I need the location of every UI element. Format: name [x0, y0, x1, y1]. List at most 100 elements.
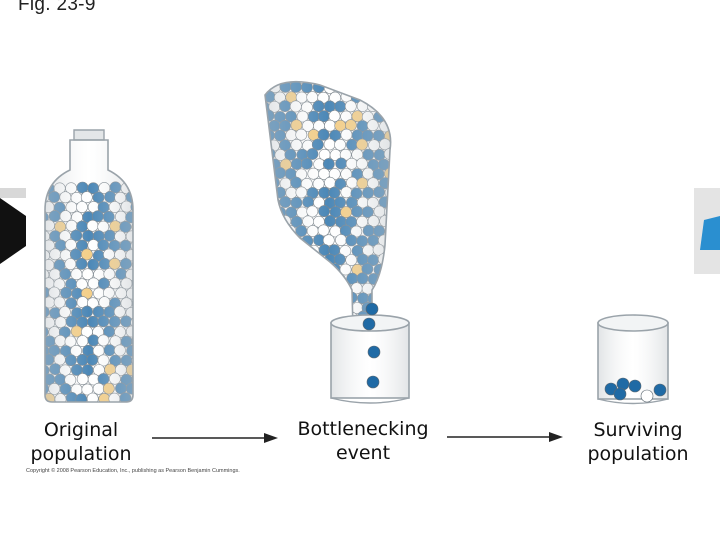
falling-marble: [366, 375, 380, 389]
marble: [383, 283, 391, 296]
figure-title: Fig. 23-9: [18, 0, 96, 15]
marble: [295, 244, 308, 256]
marble: [378, 272, 390, 285]
surviving-marble: [640, 389, 654, 403]
marble: [280, 272, 292, 285]
surviving-marble: [613, 387, 627, 401]
marble: [318, 281, 331, 294]
marble: [32, 393, 43, 404]
marble: [274, 301, 287, 314]
label-original-line2: population: [30, 443, 132, 465]
label-surviving-line1: Surviving: [593, 419, 683, 441]
left-edge-decoration: [0, 188, 26, 264]
marble: [268, 235, 280, 248]
marble: [383, 91, 391, 103]
marble: [317, 81, 330, 85]
marble: [265, 281, 275, 294]
label-surviving-population: Surviving population: [578, 418, 698, 466]
marble: [390, 197, 391, 209]
marble: [372, 81, 385, 84]
marble: [389, 158, 391, 171]
marble: [361, 81, 374, 84]
marble: [265, 263, 275, 276]
marble: [274, 81, 287, 84]
marble: [284, 282, 297, 294]
marble: [329, 301, 342, 314]
marble: [265, 311, 270, 324]
copyright-notice: Copyright © 2008 Pearson Education, Inc.…: [26, 468, 240, 474]
marble: [32, 221, 43, 232]
marble: [265, 186, 275, 199]
marble: [312, 292, 325, 305]
marble: [280, 234, 292, 246]
marble: [265, 81, 276, 85]
marble: [361, 90, 374, 103]
marble: [253, 168, 264, 179]
falling-marbles: [362, 302, 381, 389]
marble: [302, 292, 314, 305]
marble: [265, 292, 269, 304]
marble: [301, 311, 313, 324]
marble: [340, 81, 352, 84]
marble: [356, 81, 369, 94]
marble: [279, 253, 291, 265]
marble: [279, 292, 292, 304]
marble: [290, 272, 303, 285]
label-surviving-line2: population: [587, 443, 689, 465]
marble: [378, 292, 390, 304]
marble: [334, 292, 347, 305]
falling-marble: [362, 317, 376, 331]
marble: [253, 129, 264, 140]
marble: [390, 216, 391, 228]
marble: [318, 262, 330, 275]
marble: [274, 263, 287, 276]
marble: [32, 240, 43, 251]
marble: [32, 355, 43, 366]
marble: [312, 311, 324, 324]
marble: [389, 82, 391, 95]
marble: [265, 253, 271, 266]
right-edge-decoration: [694, 188, 720, 274]
marble: [290, 254, 303, 266]
marble: [390, 292, 391, 304]
marble: [268, 291, 281, 304]
marble: [372, 91, 385, 103]
marble: [269, 215, 282, 227]
marble: [307, 81, 320, 84]
marble: [265, 195, 270, 208]
label-original-population: Original population: [20, 418, 142, 466]
label-original-line1: Original: [43, 419, 119, 441]
marble: [265, 234, 269, 247]
marble: [368, 81, 380, 94]
marble: [33, 336, 44, 347]
marble: [32, 201, 43, 212]
marble: [285, 302, 298, 314]
marble: [273, 244, 286, 257]
marble: [253, 282, 264, 293]
marble: [301, 254, 314, 266]
marble: [291, 311, 303, 323]
marble: [329, 283, 342, 295]
marble: [390, 234, 391, 246]
marble: [384, 244, 391, 257]
marble: [274, 282, 287, 294]
marble: [345, 81, 358, 94]
arrow-original-to-bottleneck: [152, 433, 278, 443]
marble: [267, 311, 280, 324]
marble: [390, 177, 391, 190]
marble: [265, 120, 269, 132]
falling-marble: [365, 302, 379, 316]
marble: [318, 301, 331, 314]
marble: [265, 225, 276, 238]
marble: [317, 321, 330, 331]
surviving-marble: [628, 379, 642, 393]
marble: [253, 245, 264, 256]
marble: [390, 138, 391, 151]
marble: [378, 101, 391, 113]
marble: [265, 320, 276, 331]
surviving-marbles: [604, 377, 667, 403]
marble: [390, 100, 391, 112]
marble: [268, 273, 281, 286]
marble: [351, 81, 363, 85]
